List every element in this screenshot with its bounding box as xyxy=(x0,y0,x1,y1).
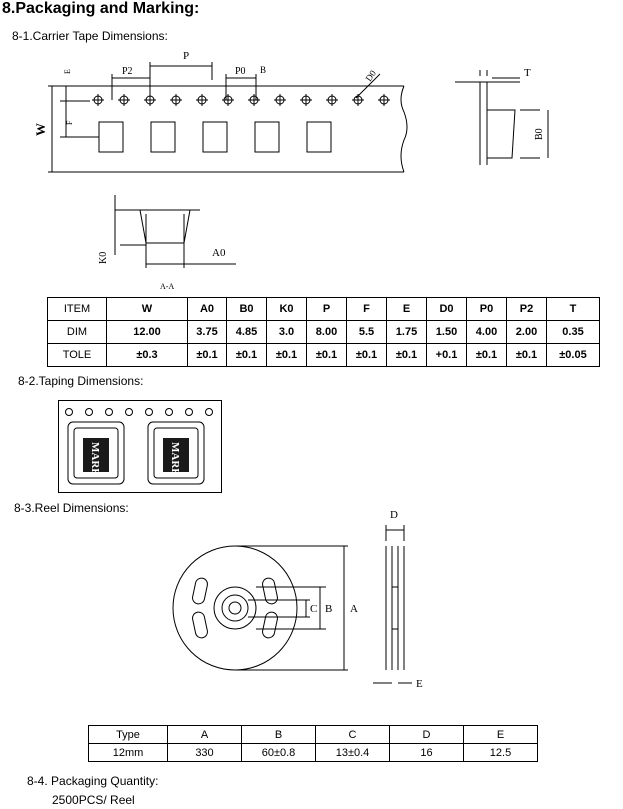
table-cell: 3.0 xyxy=(266,320,307,344)
table-cell: B0 xyxy=(226,297,267,321)
table-cell: TOLE xyxy=(47,343,107,367)
table-row: ITEM W A0 B0 K0 P F E D0 P0 P2 T xyxy=(47,297,600,321)
table-cell: 2.00 xyxy=(506,320,547,344)
reel-label-e: E xyxy=(416,678,423,690)
reel-label-c: C xyxy=(310,603,317,615)
label-e: E xyxy=(63,69,72,74)
reel-label-d: D xyxy=(390,509,398,521)
table-cell: ±0.1 xyxy=(226,343,267,367)
table-cell: 0.35 xyxy=(546,320,600,344)
quantity-value: 2500PCS/ Reel xyxy=(52,793,135,807)
section-taping-title: 8-2.Taping Dimensions: xyxy=(18,374,144,388)
table-row: TOLE ±0.3 ±0.1 ±0.1 ±0.1 ±0.1 ±0.1 ±0.1 … xyxy=(47,343,600,367)
table-cell: ITEM xyxy=(47,297,107,321)
table-cell: 12.00 xyxy=(106,320,188,344)
table-cell: ±0.3 xyxy=(106,343,188,367)
label-d0: D0 xyxy=(363,68,378,83)
label-a0: A0 xyxy=(212,247,226,259)
table-cell: E xyxy=(386,297,427,321)
table-cell: 4.85 xyxy=(226,320,267,344)
label-k0: K0 xyxy=(98,252,109,264)
table-cell: ±0.05 xyxy=(546,343,600,367)
mark-label: MARK xyxy=(169,442,181,477)
table-cell: 330 xyxy=(167,743,242,762)
page-title: 8.Packaging and Marking: xyxy=(2,0,200,17)
label-p0: P0 xyxy=(235,66,246,77)
table-cell: B xyxy=(241,725,316,744)
table-cell: +0.1 xyxy=(426,343,467,367)
table-cell: K0 xyxy=(266,297,307,321)
label-p2: P2 xyxy=(122,66,133,77)
table-cell: 1.50 xyxy=(426,320,467,344)
table-cell: D0 xyxy=(426,297,467,321)
table-cell: T xyxy=(546,297,600,321)
table-cell: C xyxy=(315,725,390,744)
table-cell: P xyxy=(306,297,347,321)
table-cell: ±0.1 xyxy=(266,343,307,367)
table-cell: A xyxy=(167,725,242,744)
label-t: T xyxy=(524,67,531,79)
table-cell: 3.75 xyxy=(187,320,227,344)
table-cell: ±0.1 xyxy=(466,343,507,367)
reel-label-b: B xyxy=(325,603,332,615)
table-cell: 13±0.4 xyxy=(315,743,390,762)
table-cell: D xyxy=(389,725,464,744)
table-cell: 60±0.8 xyxy=(241,743,316,762)
label-w: W xyxy=(33,123,48,136)
section-tape-title: 8-1.Carrier Tape Dimensions: xyxy=(12,29,168,43)
table-cell: 12mm xyxy=(88,743,168,762)
table-cell: P2 xyxy=(506,297,547,321)
table-cell: P0 xyxy=(466,297,507,321)
taping-diagram: MARK MARK xyxy=(58,400,222,493)
table-row: 12mm 330 60±0.8 13±0.4 16 12.5 xyxy=(88,743,538,762)
mark-label: MARK xyxy=(89,442,101,477)
table-cell: E xyxy=(463,725,538,744)
table-cell: A0 xyxy=(187,297,227,321)
table-cell: 4.00 xyxy=(466,320,507,344)
table-row: DIM 12.00 3.75 4.85 3.0 8.00 5.5 1.75 1.… xyxy=(47,320,600,344)
table-cell: ±0.1 xyxy=(306,343,347,367)
table-cell: F xyxy=(346,297,387,321)
section-reel-title: 8-3.Reel Dimensions: xyxy=(14,501,129,515)
label-p: P xyxy=(183,50,189,62)
label-b: B xyxy=(260,65,266,75)
label-b0: B0 xyxy=(534,128,545,140)
label-aa: A-A xyxy=(160,282,174,291)
table-cell: 12.5 xyxy=(463,743,538,762)
table-cell: 5.5 xyxy=(346,320,387,344)
label-f: F xyxy=(65,120,74,125)
carrier-tape-spec-table: ITEM W A0 B0 K0 P F E D0 P0 P2 T DIM 12.… xyxy=(47,297,600,367)
table-row: Type A B C D E xyxy=(88,725,538,744)
reel-dimension-table: Type A B C D E 12mm 330 60±0.8 13±0.4 16… xyxy=(88,725,538,762)
reel-label-a: A xyxy=(350,603,358,615)
carrier-tape-diagram: P P2 P0 B D0 E F W T B0 K0 A0 A-A xyxy=(33,50,549,291)
table-cell: Type xyxy=(88,725,168,744)
table-cell: DIM xyxy=(47,320,107,344)
table-cell: 16 xyxy=(389,743,464,762)
table-cell: ±0.1 xyxy=(386,343,427,367)
table-cell: ±0.1 xyxy=(187,343,227,367)
table-cell: 1.75 xyxy=(386,320,427,344)
reel-diagram: A B C D E xyxy=(172,509,423,690)
table-cell: W xyxy=(106,297,188,321)
section-quantity-title: 8-4. Packaging Quantity: xyxy=(27,774,159,788)
table-cell: ±0.1 xyxy=(346,343,387,367)
table-cell: ±0.1 xyxy=(506,343,547,367)
table-cell: 8.00 xyxy=(306,320,347,344)
